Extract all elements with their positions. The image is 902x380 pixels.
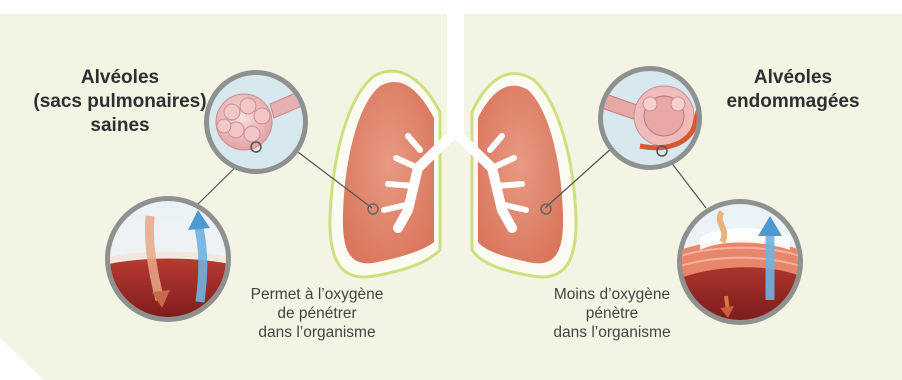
damaged-alveoli-title: Alvéoles endommagées bbox=[718, 66, 868, 114]
title-line: Alvéoles bbox=[30, 66, 210, 90]
title-line: saines bbox=[30, 114, 210, 138]
caption-line: dans l’organisme bbox=[232, 323, 402, 342]
caption-line: dans l’organisme bbox=[532, 323, 692, 342]
caption-line: pénètre bbox=[532, 304, 692, 323]
trachea bbox=[447, 14, 464, 134]
title-line: endommagées bbox=[718, 90, 868, 114]
damaged-caption: Moins d’oxygène pénètre dans l’organisme bbox=[532, 285, 692, 342]
title-line: Alvéoles bbox=[718, 66, 868, 90]
caption-line: Moins d’oxygène bbox=[532, 285, 692, 304]
title-line: (sacs pulmonaires) bbox=[30, 90, 210, 114]
healthy-alveoli-title: Alvéoles (sacs pulmonaires) saines bbox=[30, 66, 210, 138]
caption-line: de pénétrer bbox=[232, 304, 402, 323]
caption-line: Permet à l’oxygène bbox=[232, 285, 402, 304]
healthy-caption: Permet à l’oxygène de pénétrer dans l’or… bbox=[232, 285, 402, 342]
